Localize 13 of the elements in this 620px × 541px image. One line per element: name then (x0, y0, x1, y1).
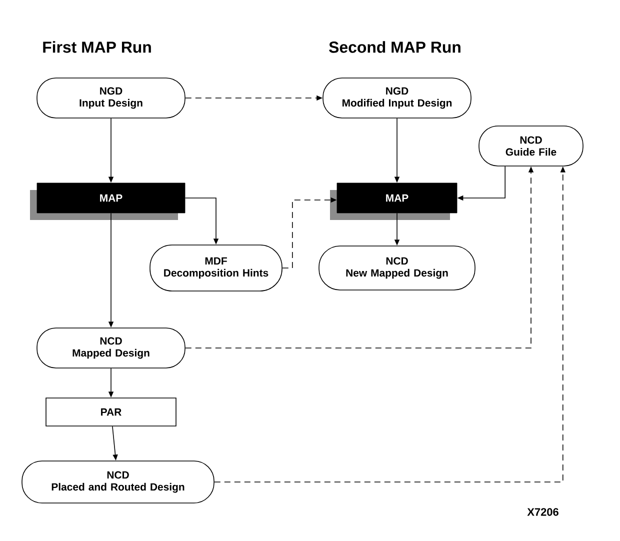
process-box: PAR (46, 398, 176, 426)
file-box: NCD Guide File (478, 126, 584, 166)
file-box: MDF Decomposition Hints (150, 244, 282, 292)
file-box: NCD New Mapped Design (318, 246, 476, 290)
process-box: MAP (30, 182, 186, 220)
file-box: NCD Placed and Routed Design (22, 460, 214, 504)
file-box: NGD Modified Input Design (322, 78, 472, 118)
process-box: MAP (330, 182, 458, 220)
file-box: NGD Input Design (36, 78, 186, 118)
column-heading: First MAP Run (43, 41, 151, 53)
figure-number: X7206 (527, 508, 558, 516)
file-box: NCD Mapped Design (36, 328, 186, 368)
column-heading: Second MAP Run (329, 41, 460, 53)
